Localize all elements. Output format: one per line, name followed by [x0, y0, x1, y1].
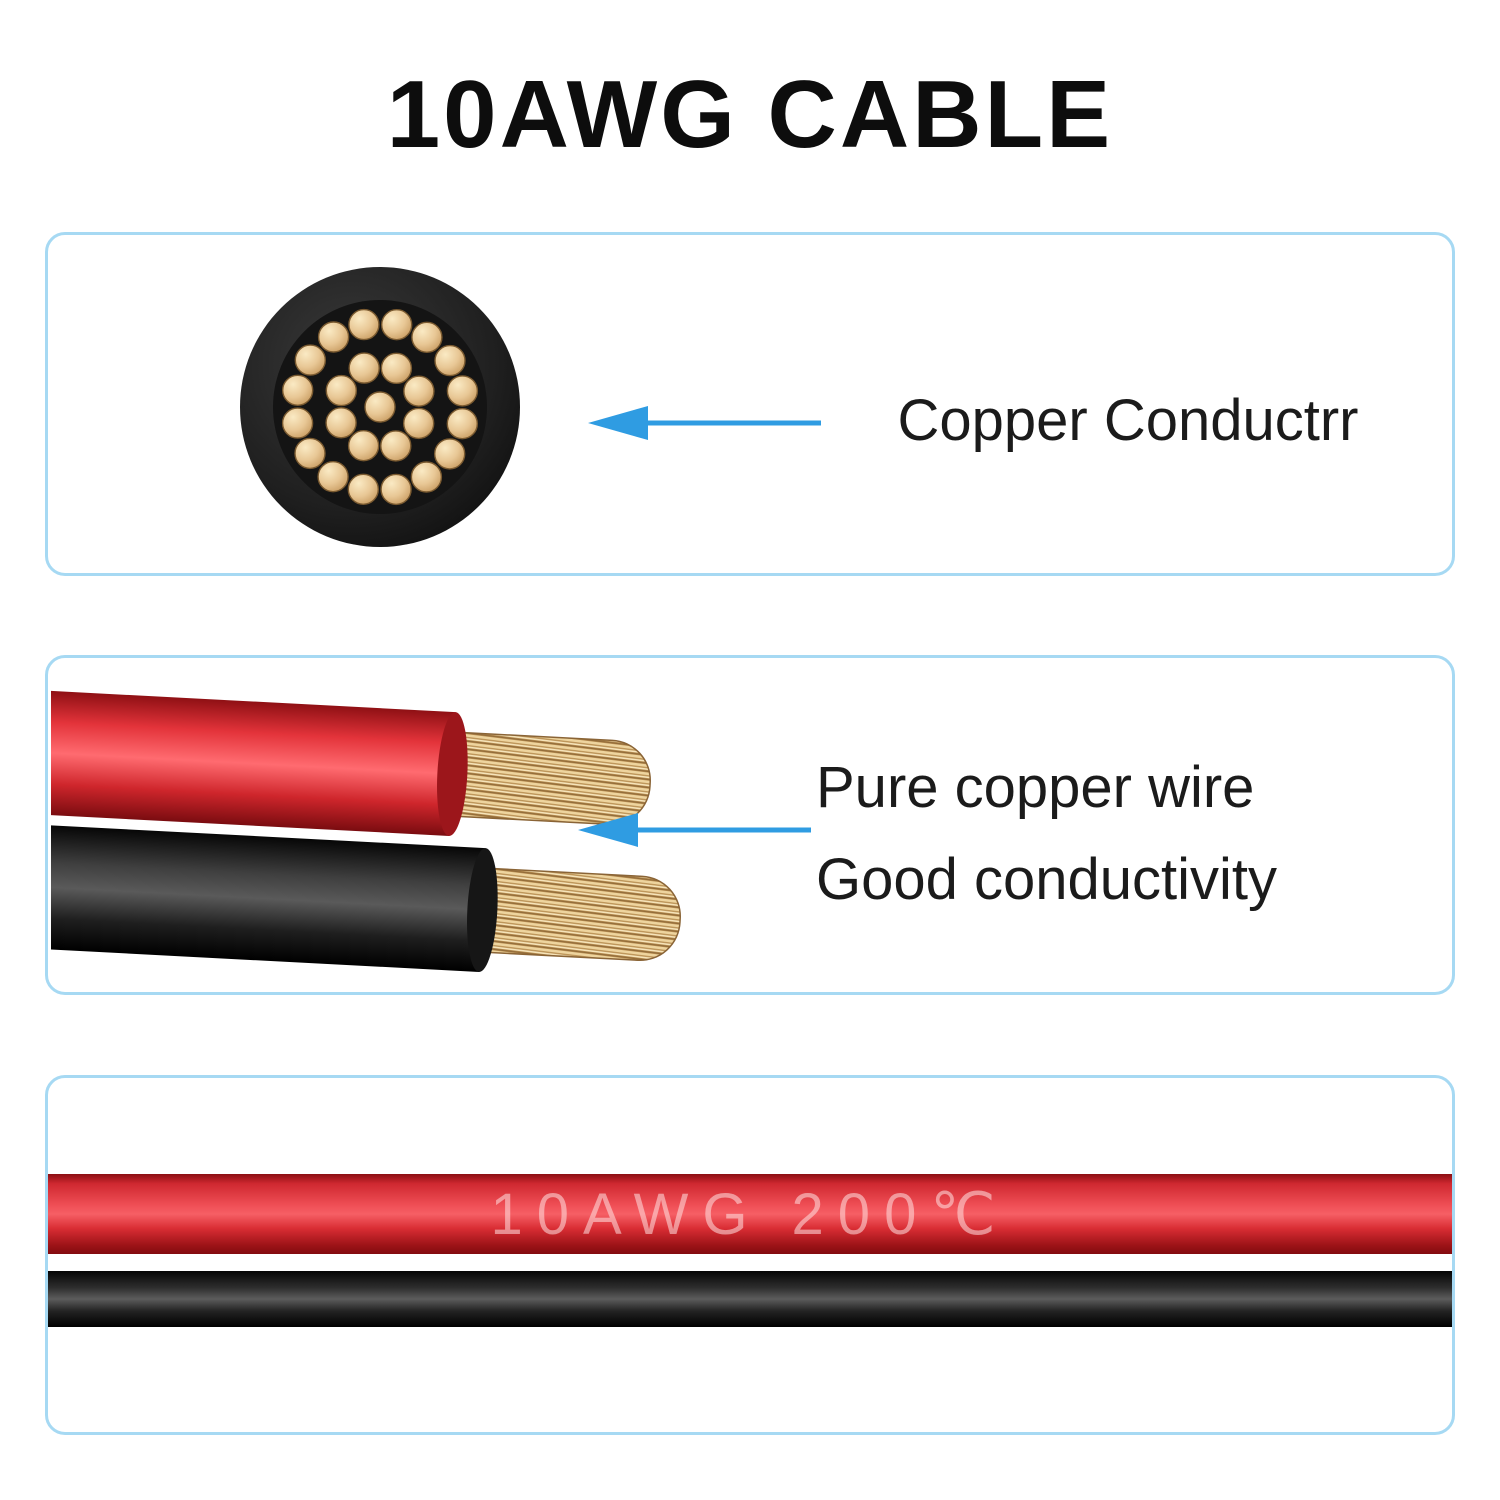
cable-print-text: 10AWG 200℃: [490, 1182, 1010, 1247]
red-cable-insulation: [51, 689, 456, 836]
annotation-pure-copper: Pure copper wire Good conductivity: [816, 742, 1277, 926]
copper-strands: [281, 308, 479, 506]
red-cable-cut-face: [437, 712, 468, 836]
arrow-left-icon: [588, 406, 821, 440]
annotation-copper-conductor: Copper Conductrr: [897, 388, 1359, 453]
black-cable-band: [48, 1271, 1452, 1327]
panel-cross-section: Copper Conductrr: [45, 232, 1455, 576]
stripped-cables-illustration: [51, 689, 681, 972]
annotation-line-1: Pure copper wire: [816, 755, 1255, 820]
arrow-left-icon: [578, 813, 811, 847]
red-cable: [51, 689, 651, 836]
cable-cross-section-illustration: [240, 267, 520, 547]
red-cable-band: 10AWG 200℃: [48, 1174, 1452, 1254]
annotation-line-2: Good conductivity: [816, 847, 1278, 912]
panel-finished-cables: 10AWG 200℃: [45, 1075, 1455, 1435]
black-cable-insulation: [51, 824, 486, 972]
page-title: 10AWG CABLE: [386, 61, 1114, 168]
black-cable: [51, 824, 681, 972]
black-cable-cut-face: [467, 848, 498, 972]
panel-stripped-wires: Pure copper wire Good conductivity: [45, 655, 1455, 995]
